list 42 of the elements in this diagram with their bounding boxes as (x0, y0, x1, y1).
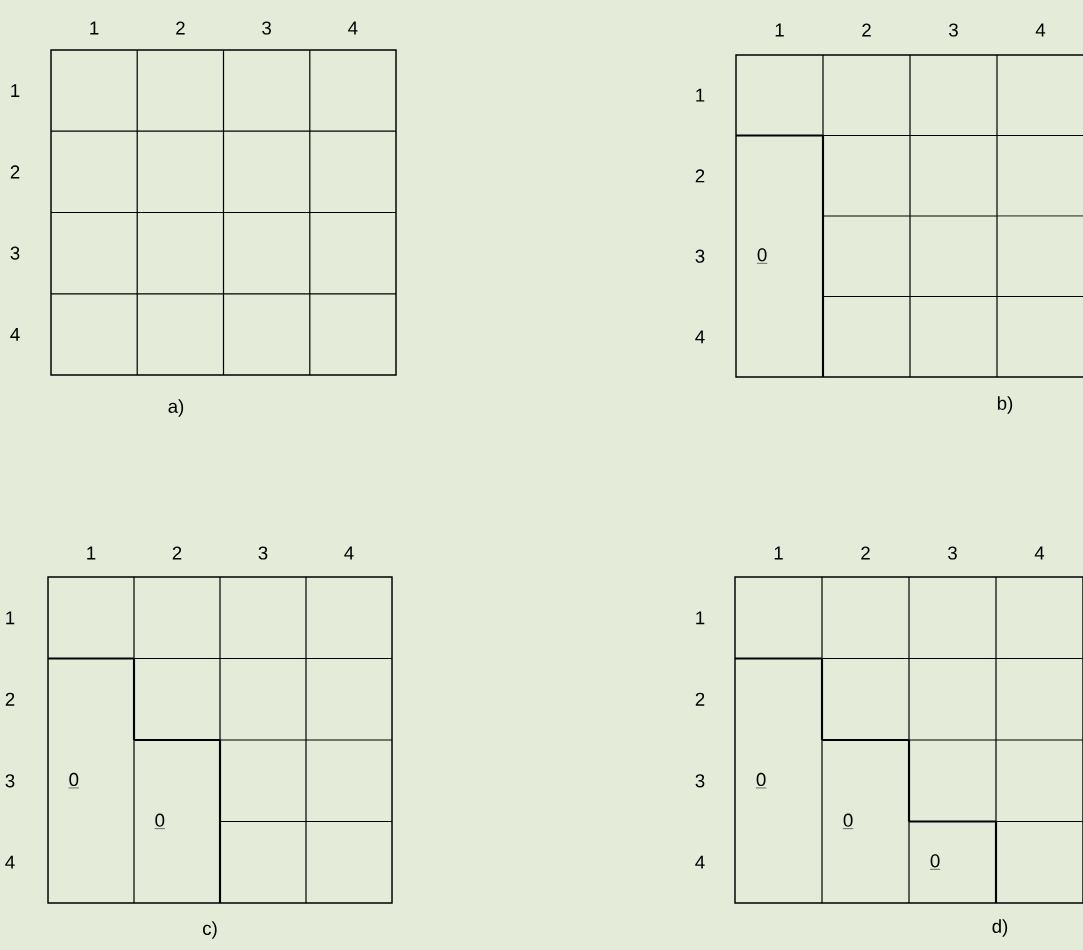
row-number: 4 (695, 330, 705, 344)
row-number: 3 (5, 774, 15, 788)
panel-label: a) (168, 399, 184, 417)
row-number: 1 (696, 611, 705, 625)
row-number: 2 (695, 692, 705, 706)
row-number: 1 (6, 611, 15, 625)
column-number: 2 (862, 23, 871, 37)
row-number: 4 (5, 855, 15, 869)
panel-label: d) (992, 919, 1008, 937)
column-number: 3 (948, 546, 957, 560)
column-number: 1 (90, 21, 99, 35)
column-number: 2 (172, 546, 182, 560)
matrix-entry: 0 (756, 248, 768, 264)
column-number: 3 (949, 23, 958, 37)
column-number: 4 (1035, 23, 1046, 37)
row-number: 3 (695, 249, 705, 263)
matrix-entry: 0 (755, 772, 767, 789)
row-number: 3 (10, 246, 20, 260)
row-number: 2 (5, 692, 15, 706)
column-number: 4 (348, 21, 358, 35)
row-number: 2 (695, 169, 705, 183)
column-number: 3 (258, 546, 268, 560)
column-number: 2 (176, 21, 185, 35)
panel-label: c) (203, 921, 217, 939)
row-number: 4 (695, 855, 705, 869)
column-number: 1 (87, 546, 96, 560)
row-number: 1 (11, 84, 20, 97)
row-number: 3 (695, 774, 705, 788)
matrix-entry: 0 (929, 854, 941, 870)
column-number: 3 (262, 21, 271, 35)
row-number: 1 (696, 88, 705, 102)
column-number: 2 (861, 546, 870, 560)
matrix-entry: 0 (154, 813, 166, 829)
panel-label: b) (997, 396, 1013, 414)
row-number: 4 (10, 328, 20, 341)
column-number: 1 (775, 23, 784, 37)
matrix-entry: 0 (842, 813, 854, 829)
matrix-entry: 0 (68, 772, 80, 789)
row-number: 2 (10, 165, 20, 179)
column-number: 4 (1034, 546, 1045, 560)
column-number: 1 (774, 546, 783, 560)
column-number: 4 (344, 546, 354, 560)
